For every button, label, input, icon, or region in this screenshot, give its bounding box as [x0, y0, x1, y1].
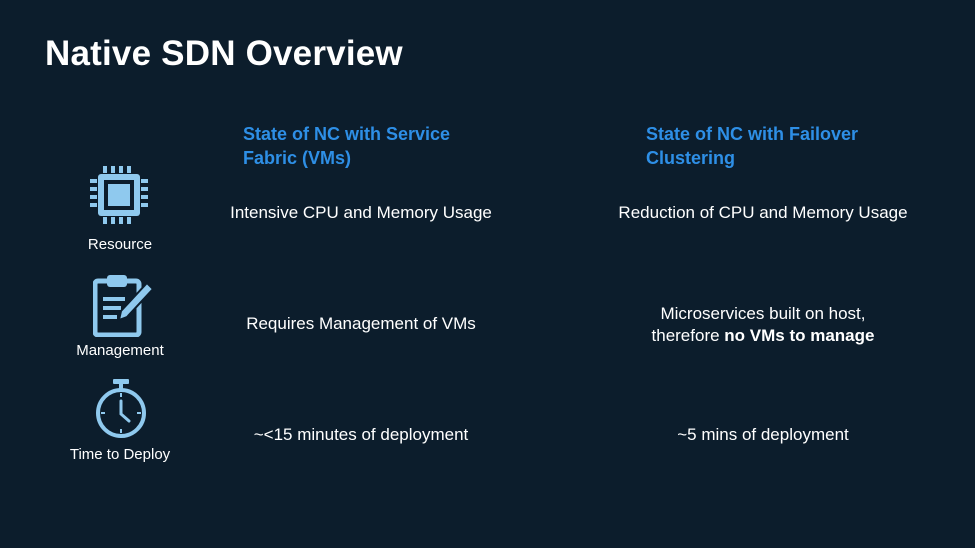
- row-label-time-to-deploy: Time to Deploy: [69, 446, 171, 463]
- resource-service-fabric-cell: Intensive CPU and Memory Usage: [230, 203, 492, 222]
- cpu-chip-icon: [90, 166, 148, 224]
- row-label-management: Management: [76, 342, 164, 359]
- resource-failover-cell: Reduction of CPU and Memory Usage: [618, 203, 908, 222]
- row-label-resource: Resource: [87, 236, 153, 253]
- stopwatch-icon: [93, 379, 149, 439]
- column-header-service-fabric: State of NC with Service Fabric (VMs): [243, 124, 451, 168]
- management-failover-line2-bold: no VMs to manage: [724, 326, 875, 345]
- management-failover-line2: therefore no VMs to manage: [612, 325, 914, 347]
- column-header-failover-clustering: State of NC with Failover Clustering: [646, 124, 859, 168]
- management-service-fabric-cell: Requires Management of VMs: [246, 314, 476, 333]
- management-failover-cell: Microservices built on host, therefore n…: [612, 303, 914, 347]
- deploy-failover-cell: ~5 mins of deployment: [677, 425, 849, 444]
- management-failover-line1: Microservices built on host,: [660, 304, 866, 323]
- management-failover-line2-prefix: therefore: [651, 326, 725, 345]
- deploy-service-fabric-cell: ~<15 minutes of deployment: [253, 425, 469, 444]
- clipboard-edit-icon: [93, 273, 155, 337]
- page-title: Native SDN Overview: [45, 34, 403, 73]
